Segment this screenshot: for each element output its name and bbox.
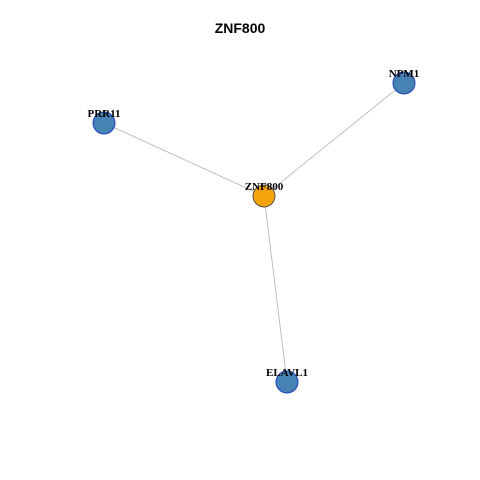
edge-znf800-prr11 [103,122,265,197]
node-znf800 [252,184,276,208]
edge-znf800-elavl1 [263,195,288,383]
node-elavl1 [275,370,299,394]
node-label-znf800: ZNF800 [245,181,284,193]
node-prr11 [92,111,116,135]
edges-layer [103,82,405,383]
edge-znf800-npm1 [263,82,405,197]
node-label-elavl1: ELAVL1 [266,367,308,379]
figure-title: ZNF800 [214,20,266,36]
nodes-layer [92,71,416,394]
node-npm1 [392,71,416,95]
node-label-npm1: NPM1 [389,68,420,80]
node-label-prr11: PRR11 [88,108,121,120]
